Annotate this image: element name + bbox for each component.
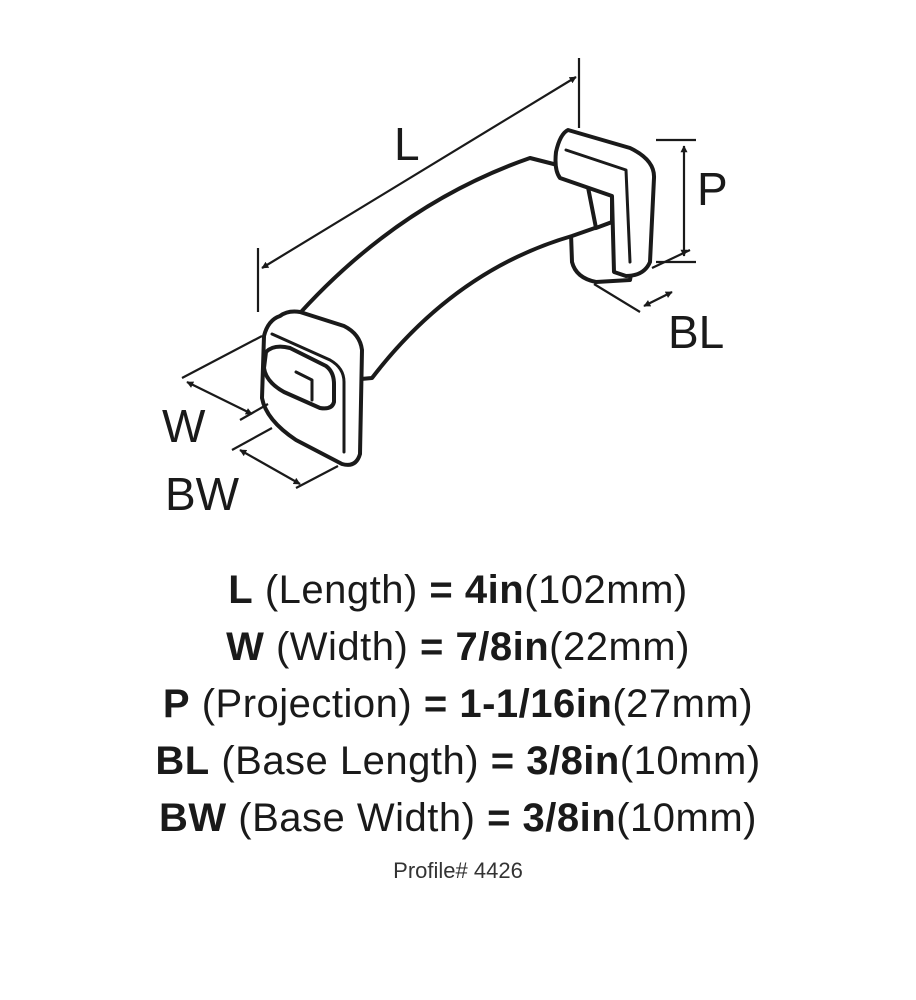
spec-name: (Base Width) (238, 796, 476, 840)
cabinet-pull-drawing (260, 128, 657, 467)
spec-metric: (27mm) (612, 682, 754, 726)
dimension-spec-list: L (Length) = 4in(102mm) W (Width) = 7/8i… (0, 562, 916, 847)
dimension-labels: L P BL W BW (162, 118, 728, 520)
spec-equals: = (487, 796, 511, 840)
spec-code: BL (155, 739, 210, 783)
spec-imperial: 4in (464, 568, 525, 612)
dimension-lines (181, 58, 696, 489)
spec-metric: (22mm) (549, 625, 690, 669)
spec-name: (Projection) (201, 682, 413, 726)
spec-imperial: 3/8in (522, 796, 617, 840)
right-base-inner (564, 148, 632, 264)
spec-imperial: 3/8in (526, 739, 620, 783)
spec-equals: = (429, 568, 454, 612)
base-length-dimension-line (643, 291, 673, 307)
spec-name: (Length) (264, 568, 418, 612)
spec-equals: = (423, 682, 448, 726)
spec-line-projection: P (Projection) = 1-1/16in(27mm) (0, 676, 916, 733)
spec-name: (Base Length) (221, 739, 480, 783)
label-base-width: BW (165, 468, 240, 520)
pull-dimension-diagram: L P BL W BW (162, 58, 728, 520)
profile-number: Profile# 4426 (393, 858, 523, 883)
left-stub (262, 344, 336, 411)
label-projection: P (697, 163, 728, 215)
spec-code: BW (159, 796, 227, 840)
spec-equals: = (419, 625, 444, 669)
length-dimension-line (261, 76, 577, 269)
spec-line-length: L (Length) = 4in(102mm) (0, 562, 916, 619)
spec-line-width: W (Width) = 7/8in(22mm) (0, 619, 916, 676)
spec-equals: = (490, 739, 515, 783)
spec-code: L (228, 568, 254, 612)
spec-metric: (10mm) (616, 796, 757, 840)
label-length: L (394, 118, 420, 170)
spec-metric: (10mm) (619, 739, 761, 783)
spec-line-base-length: BL (Base Length) = 3/8in(10mm) (0, 733, 916, 790)
spec-code: P (162, 682, 191, 726)
left-base-inner (270, 332, 346, 454)
label-base-length: BL (668, 306, 724, 358)
width-dimension-line (186, 381, 253, 415)
spec-imperial: 1-1/16in (459, 682, 613, 726)
spec-line-base-width: BW (Base Width) = 3/8in(10mm) (0, 790, 916, 847)
spec-metric: (102mm) (524, 568, 688, 612)
spec-imperial: 7/8in (455, 625, 550, 669)
spec-code: W (226, 625, 265, 669)
label-width: W (162, 400, 206, 452)
left-stub-face (294, 370, 314, 402)
base-width-dimension-line (239, 449, 301, 485)
spec-name: (Width) (275, 625, 409, 669)
